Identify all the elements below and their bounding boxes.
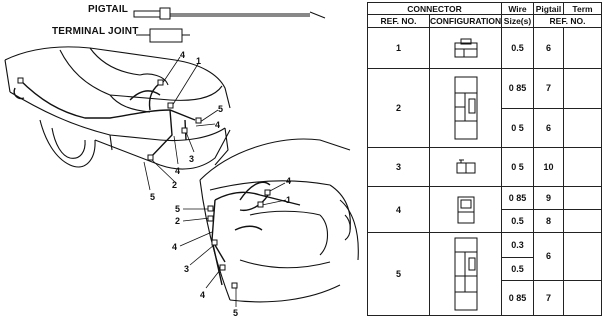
callout-upper-1: 1 — [196, 56, 201, 66]
connector-1-icon — [454, 38, 477, 58]
callout-upper-4c: 4 — [175, 166, 180, 176]
pigtail-ref-cell: 6 — [533, 232, 564, 281]
wire-size-cell: 0 85 — [501, 68, 534, 109]
table-row: 4 0 85 9 — [367, 186, 602, 234]
pigtail-ref-cell: 7 — [533, 68, 564, 109]
term-cell — [563, 26, 602, 70]
term-cell — [563, 279, 602, 317]
wire-size-cell: 0.5 — [501, 26, 534, 70]
callout-lower-2: 2 — [175, 216, 180, 226]
ref-no-cell: 4 — [367, 186, 430, 234]
table-row: 1 0.5 6 — [367, 26, 602, 70]
header-term: Term — [563, 1, 602, 16]
callout-upper-5: 5 — [218, 104, 223, 114]
configuration-cell — [429, 232, 502, 316]
header-ref-no: REF. NO. — [367, 14, 430, 28]
pigtail-ref-cell: 6 — [533, 26, 564, 70]
term-cell — [563, 209, 602, 234]
table-row: 0 5 6 — [368, 107, 602, 149]
lower-leader-lines — [179, 182, 287, 307]
connector-3-icon — [456, 159, 475, 174]
pigtail-symbol-icon — [133, 7, 326, 20]
callout-lower-5b: 5 — [233, 308, 238, 318]
callout-lower-5: 5 — [175, 204, 180, 214]
header-configuration: CONFIGURATION — [429, 14, 502, 28]
ref-no-cell: 5 — [367, 232, 430, 316]
term-cell — [563, 232, 602, 281]
callout-lower-4b: 4 — [172, 242, 177, 252]
term-cell — [563, 68, 602, 109]
connector-table-wrap: CONNECTOR Wire Pigtail Term REF. NO. CON… — [367, 1, 602, 317]
header-size: Size(s) — [501, 14, 534, 28]
callout-upper-5b: 5 — [150, 192, 155, 202]
callout-lower-4c: 4 — [200, 290, 205, 300]
configuration-cell — [429, 68, 502, 149]
table-row: 0.5 8 — [368, 209, 602, 234]
connector-table: CONNECTOR Wire Pigtail Term REF. NO. CON… — [367, 1, 602, 317]
wire-size-cell: 0 85 — [501, 279, 534, 317]
connector-markers — [17, 77, 271, 289]
pigtail-ref-cell: 10 — [533, 147, 564, 188]
connector-2-icon — [454, 76, 477, 140]
pigtail-ref-cell: 6 — [533, 107, 564, 149]
term-cell — [563, 107, 602, 149]
lower-car-body — [199, 138, 359, 303]
table-row: 0 85 7 — [368, 279, 602, 317]
table-row: 2 0 85 7 — [367, 68, 602, 149]
pigtail-ref-cell: 8 — [533, 209, 564, 234]
callout-upper-4b: 4 — [215, 120, 220, 130]
header-pigtail-ref-no: REF. NO. — [533, 14, 602, 28]
header-connector: CONNECTOR — [367, 1, 502, 16]
connector-4-icon — [457, 196, 474, 224]
terminal-joint-label: TERMINAL JOINT — [52, 26, 139, 37]
callout-lower-1: 1 — [286, 195, 291, 205]
ref-no-cell: 1 — [367, 26, 430, 70]
wire-size-cell: 0 5 — [501, 147, 534, 188]
wiring-diagram: PIGTAIL TERMINAL JOINT — [4, 4, 359, 318]
wire-size-cell: 0.5 — [501, 209, 534, 234]
term-cell — [563, 147, 602, 188]
car-harness-illustration: 4 1 5 4 3 4 2 5 4 1 5 2 4 3 4 5 — [4, 7, 359, 318]
configuration-cell — [429, 26, 502, 70]
upper-harness — [13, 79, 196, 159]
configuration-cell — [429, 186, 502, 234]
upper-leader-lines — [143, 56, 219, 191]
wire-size-cell: 0.5 — [501, 256, 534, 281]
wire-size-cell: 0.3 — [501, 232, 534, 258]
callout-lower-4: 4 — [286, 176, 291, 186]
callout-lower-3: 3 — [184, 264, 189, 274]
table-row: 5 0.3 6 — [367, 232, 602, 316]
ref-no-cell: 3 — [367, 147, 430, 188]
callout-upper-2: 2 — [172, 180, 177, 190]
pigtail-ref-cell: 9 — [533, 186, 564, 211]
callout-upper-4a: 4 — [180, 50, 185, 60]
pigtail-ref-cell: 7 — [533, 279, 564, 317]
wire-size-cell: 0 85 — [501, 186, 534, 211]
header-pigtail: Pigtail — [533, 1, 564, 16]
connector-5-icon — [454, 237, 477, 311]
ref-no-cell: 2 — [367, 68, 430, 149]
wire-size-cell: 0 5 — [501, 107, 534, 149]
terminal-joint-symbol-icon — [136, 28, 190, 43]
callout-upper-3: 3 — [189, 154, 194, 164]
configuration-cell — [429, 147, 502, 188]
pigtail-label: PIGTAIL — [88, 4, 129, 15]
term-cell — [563, 186, 602, 211]
header-wire: Wire — [501, 1, 534, 16]
table-row: 3 0 5 10 — [367, 147, 602, 188]
upper-car-body — [4, 46, 231, 170]
